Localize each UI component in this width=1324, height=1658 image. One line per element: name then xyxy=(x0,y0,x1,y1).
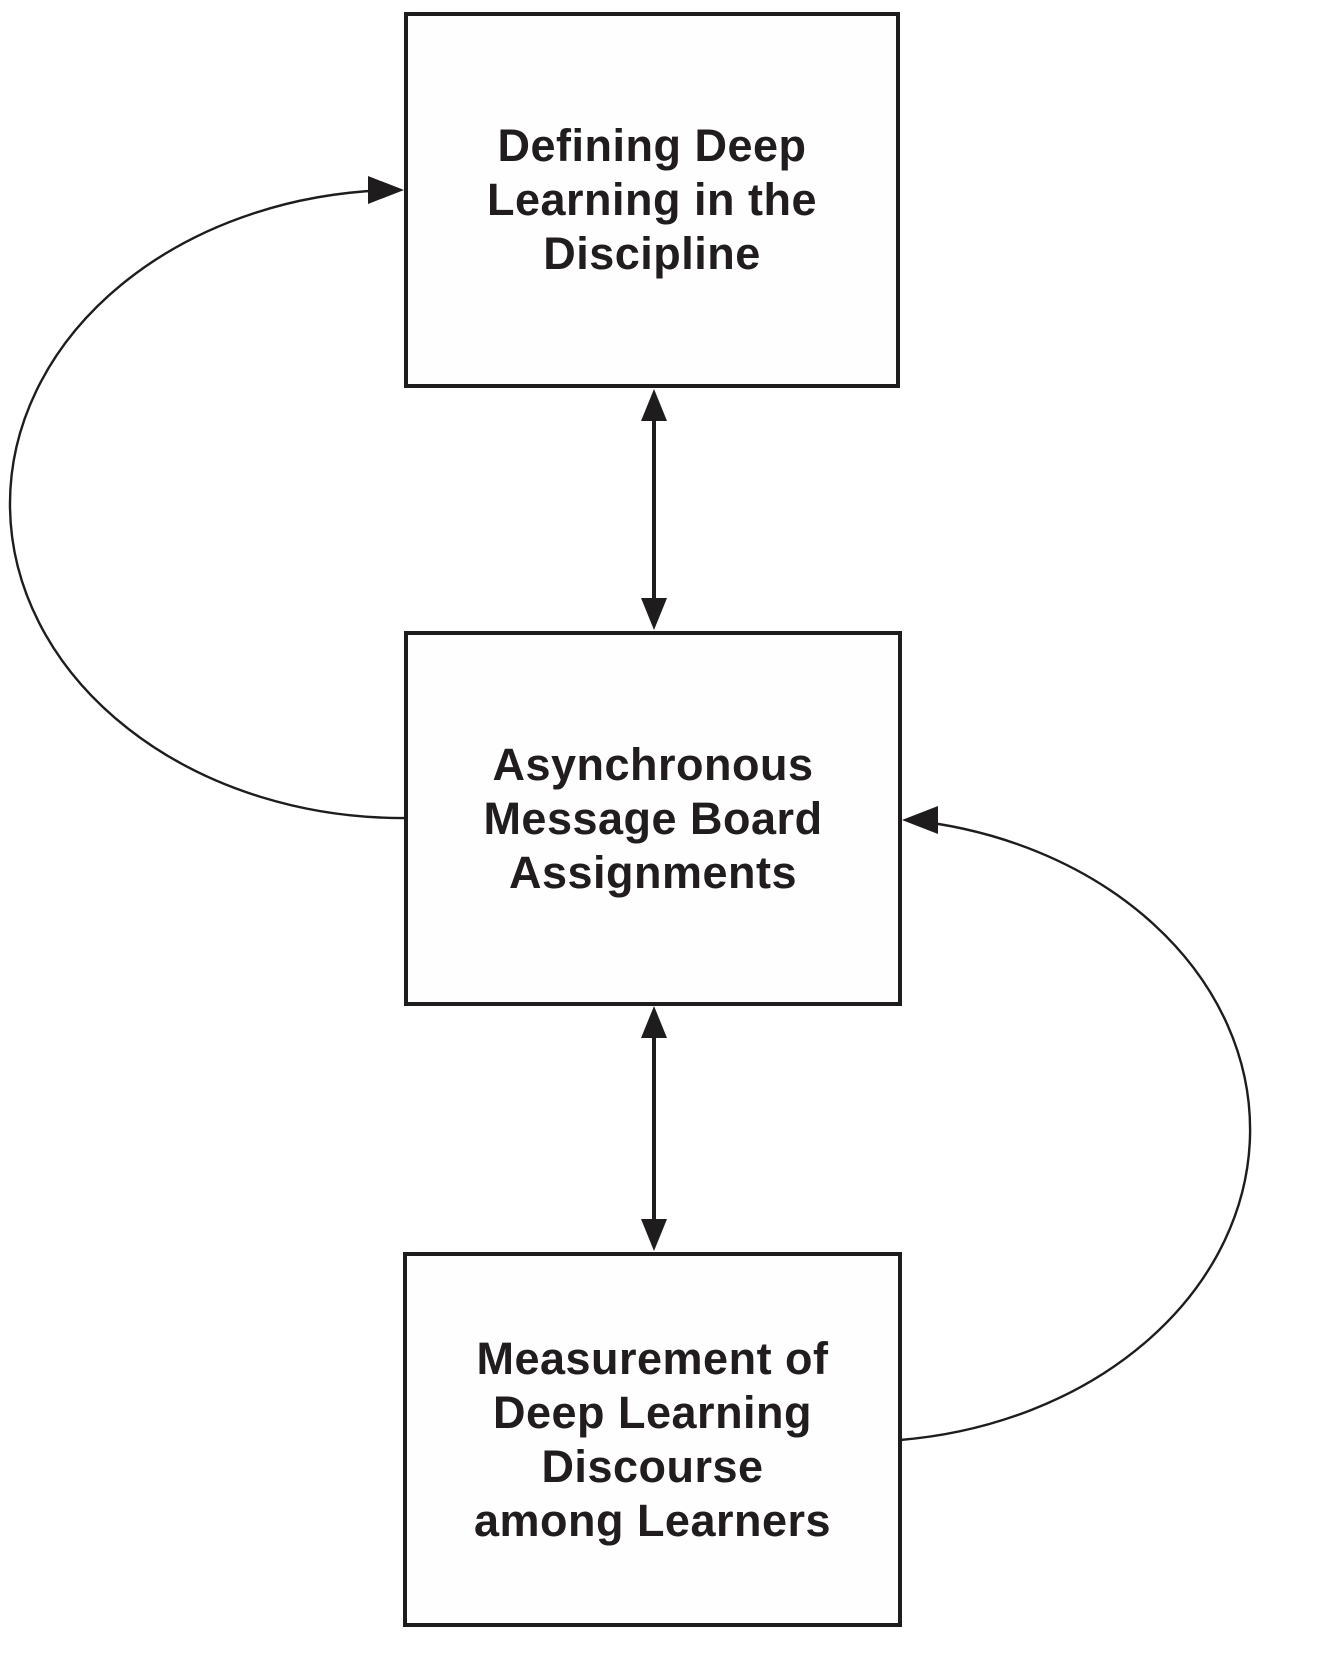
curved-arrow-left-path xyxy=(8,188,407,820)
arrow-defining-assignments xyxy=(641,389,667,630)
node-async-message-board: Asynchronous Message Board Assignments xyxy=(404,631,902,1006)
node-async-message-board-label: Asynchronous Message Board Assignments xyxy=(483,738,823,898)
arrowhead-up-top-icon xyxy=(641,389,667,421)
curved-arrow-assignments-to-defining xyxy=(8,176,407,820)
curved-arrow-right-path xyxy=(899,818,1252,1442)
arrow-assignments-measurement xyxy=(641,1006,667,1251)
curved-arrow-measurement-to-assignments xyxy=(899,806,1252,1442)
arrowhead-down-bottom-icon xyxy=(641,1219,667,1251)
arrowhead-down-top-icon xyxy=(641,598,667,630)
node-defining-deep-learning: Defining Deep Learning in the Discipline xyxy=(404,12,900,388)
node-defining-deep-learning-label: Defining Deep Learning in the Discipline xyxy=(486,120,817,279)
node-measurement-discourse: Measurement of Deep Learning Discourse a… xyxy=(403,1252,902,1627)
arrowhead-into-assignments-icon xyxy=(902,806,938,834)
arrowhead-into-defining-icon xyxy=(368,176,404,204)
arrowhead-up-bottom-icon xyxy=(641,1006,667,1038)
node-measurement-discourse-label: Measurement of Deep Learning Discourse a… xyxy=(473,1332,832,1546)
